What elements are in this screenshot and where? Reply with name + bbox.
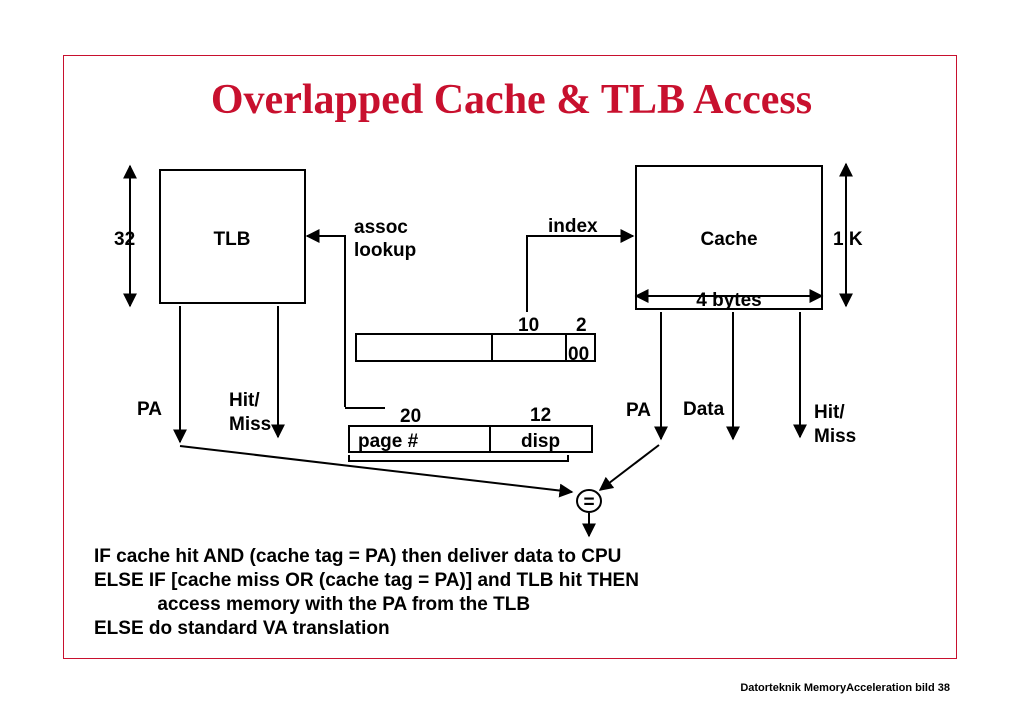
cache-label: Cache — [700, 229, 757, 250]
tlb-hit-label: Hit/ — [229, 390, 260, 411]
assoc-lookup-arrow — [305, 229, 346, 407]
offset-value: 00 — [568, 344, 589, 365]
tlb-miss-label: Miss — [229, 414, 271, 435]
cache-pa-to-comparator — [598, 444, 660, 491]
index-label: index — [548, 216, 598, 237]
logic-line: ELSE do standard VA translation — [94, 618, 390, 639]
cache-hit-label: Hit/ — [814, 402, 845, 423]
tlb-pa-to-comparator — [179, 445, 574, 498]
tlb-label: TLB — [214, 229, 251, 250]
cache-data-label: Data — [683, 399, 725, 420]
tlb-height-label: 32 — [114, 229, 135, 250]
cache-miss-label: Miss — [814, 426, 856, 447]
index-bits-label: 10 — [518, 315, 539, 336]
cache-pa-label: PA — [626, 400, 651, 421]
comparator-label: = — [583, 492, 594, 513]
disp-field-label: disp — [521, 431, 560, 452]
logic-line: IF cache hit AND (cache tag = PA) then d… — [94, 546, 622, 567]
cache-width-label: 4 bytes — [696, 290, 761, 311]
disp-bits-label: 12 — [530, 405, 551, 426]
page-field-label: page # — [358, 431, 419, 452]
logic-line: access memory with the PA from the TLB — [94, 594, 531, 615]
index-arrow — [526, 229, 635, 312]
offset-bits-label: 2 — [576, 315, 587, 336]
tlb-box — [159, 169, 306, 304]
slide-frame — [63, 55, 957, 659]
comparator-circle — [576, 489, 602, 513]
slide-footer: Datorteknik MemoryAcceleration bild 38 — [740, 682, 950, 694]
page-bits-label: 20 — [400, 406, 421, 427]
cache-height-label: 1 K — [833, 229, 863, 250]
cache-address-register — [355, 333, 596, 362]
logic-text: IF cache hit AND (cache tag = PA) then d… — [94, 545, 639, 641]
cache-box — [635, 165, 823, 310]
assoc-label: assoc — [354, 217, 408, 238]
slide-title: Overlapped Cache & TLB Access — [210, 77, 813, 123]
virtual-address-register — [348, 425, 593, 453]
tlb-pa-label: PA — [137, 399, 162, 420]
lookup-label: lookup — [354, 240, 416, 261]
logic-line: ELSE IF [cache miss OR (cache tag = PA)]… — [94, 570, 639, 591]
va-bracket — [348, 455, 569, 462]
